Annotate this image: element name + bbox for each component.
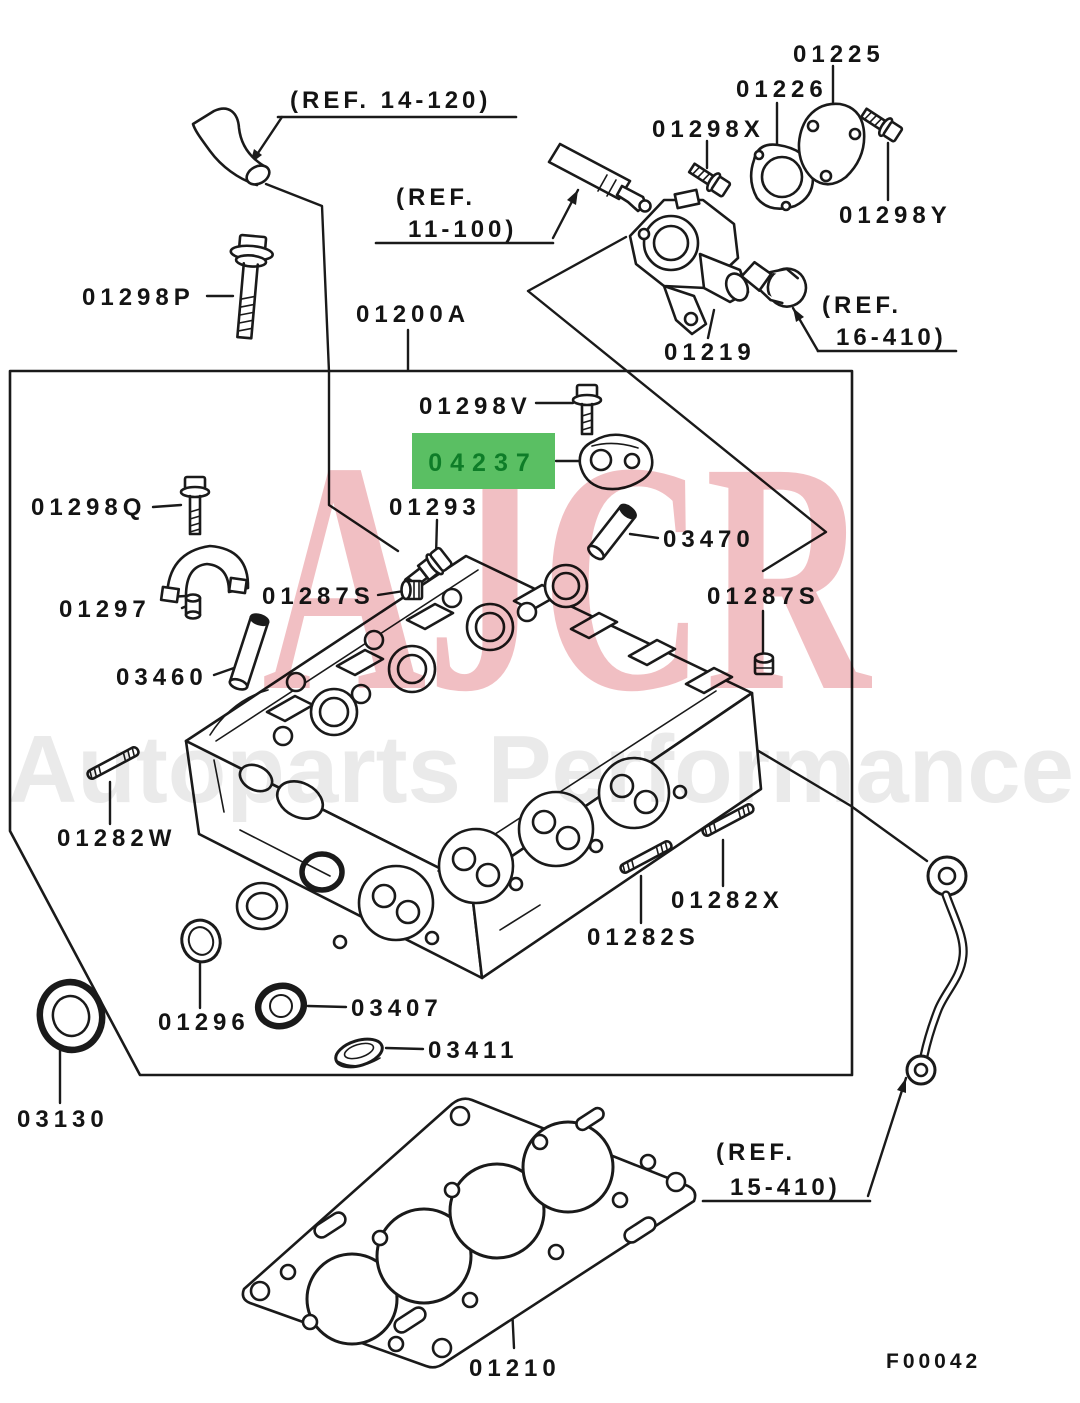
part-label-04237[interactable]: 04237 (428, 449, 538, 477)
part-label-01298Q[interactable]: 01298Q (31, 494, 146, 521)
housing-01219-drawing (628, 188, 750, 336)
dowel-03460-drawing (228, 613, 270, 691)
plug-01287S-right-drawing (753, 652, 775, 676)
bolt-01298P-drawing (229, 233, 274, 340)
bolt-01298Q-drawing (179, 475, 211, 536)
labels: (REF. 14-120) (REF. 11-100) (REF. 16-410… (17, 41, 981, 1382)
part-label-01298V[interactable]: 01298V (419, 393, 532, 420)
part-label-03407[interactable]: 03407 (351, 995, 443, 1022)
part-label-01225[interactable]: 01225 (793, 41, 885, 68)
part-label-01297[interactable]: 01297 (59, 596, 151, 623)
ref-label-11-100-line1[interactable]: (REF. (396, 184, 476, 211)
heater-hose-drawing (191, 107, 271, 187)
part-label-01226[interactable]: 01226 (736, 76, 828, 103)
figure-code: F00042 (886, 1350, 981, 1373)
stud-01282X-drawing (701, 802, 755, 838)
ref-label-11-100-line2[interactable]: 11-100) (408, 216, 517, 243)
ref-label-15-410-line2[interactable]: 15-410) (730, 1174, 841, 1201)
ref-label-16-410-line1[interactable]: (REF. (822, 292, 902, 319)
part-label-01293[interactable]: 01293 (389, 494, 481, 521)
stud-01282W-drawing (86, 745, 140, 781)
watermark-brand: AJCR (262, 395, 873, 760)
part-04237-drawing (578, 433, 654, 491)
part-label-01282S[interactable]: 01282S (587, 924, 700, 951)
part-label-01200A[interactable]: 01200A (356, 301, 470, 328)
bolt-01298Y-drawing (859, 107, 904, 143)
leader-lines (58, 64, 929, 1350)
reference-underlines (276, 115, 958, 1203)
part-label-01298X[interactable]: 01298X (652, 116, 765, 143)
part-label-03460[interactable]: 03460 (116, 664, 208, 691)
guide-03470-drawing (587, 503, 637, 561)
bolt-01298X-drawing (687, 162, 732, 198)
ref-label-15-410-line1[interactable]: (REF. (716, 1139, 796, 1166)
part-label-01219[interactable]: 01219 (664, 339, 756, 366)
highlight-box[interactable] (412, 433, 555, 489)
part-label-01296[interactable]: 01296 (158, 1009, 250, 1036)
cylinder-head-drawing (184, 554, 763, 980)
cap-01297-drawing (184, 593, 202, 620)
ref-label-16-410-line2[interactable]: 16-410) (836, 324, 947, 351)
watermark: AJCR Autoparts Performance (8, 395, 1074, 823)
cover-01225-drawing (797, 102, 866, 186)
part-label-01287S-left[interactable]: 01287S (262, 583, 375, 610)
ref-label-14-120[interactable]: (REF. 14-120) (290, 87, 491, 114)
sensor-ref16-drawing (740, 260, 808, 308)
part-label-01282W[interactable]: 01282W (57, 825, 176, 852)
seal-01296-drawing (180, 918, 222, 964)
part-label-01282X[interactable]: 01282X (671, 887, 784, 914)
bearing-cap-drawing (159, 544, 250, 604)
part-label-03411[interactable]: 03411 (428, 1037, 518, 1064)
part-label-01287S-right[interactable]: 01287S (707, 583, 820, 610)
seal-03130-drawing (36, 978, 106, 1054)
part-label-01210[interactable]: 01210 (469, 1355, 561, 1382)
watermark-tagline: Autoparts Performance (8, 716, 1074, 823)
assembly-boundary-box (8, 369, 854, 1077)
seal-03407-drawing (254, 982, 308, 1030)
part-label-01298P[interactable]: 01298P (82, 284, 195, 311)
plug-01287S-left-drawing (400, 579, 424, 601)
stud-01282S-drawing (619, 839, 673, 875)
plug-03411-drawing (334, 1037, 384, 1069)
bolt-01298V-drawing (571, 383, 603, 436)
oil-pipe-drawing (905, 855, 968, 1086)
part-label-01298Y[interactable]: 01298Y (839, 202, 952, 229)
part-label-03130[interactable]: 03130 (17, 1106, 109, 1133)
sealant-tube-drawing (547, 142, 652, 213)
head-gasket-01210-drawing (241, 1097, 697, 1369)
part-label-03470[interactable]: 03470 (663, 526, 755, 553)
